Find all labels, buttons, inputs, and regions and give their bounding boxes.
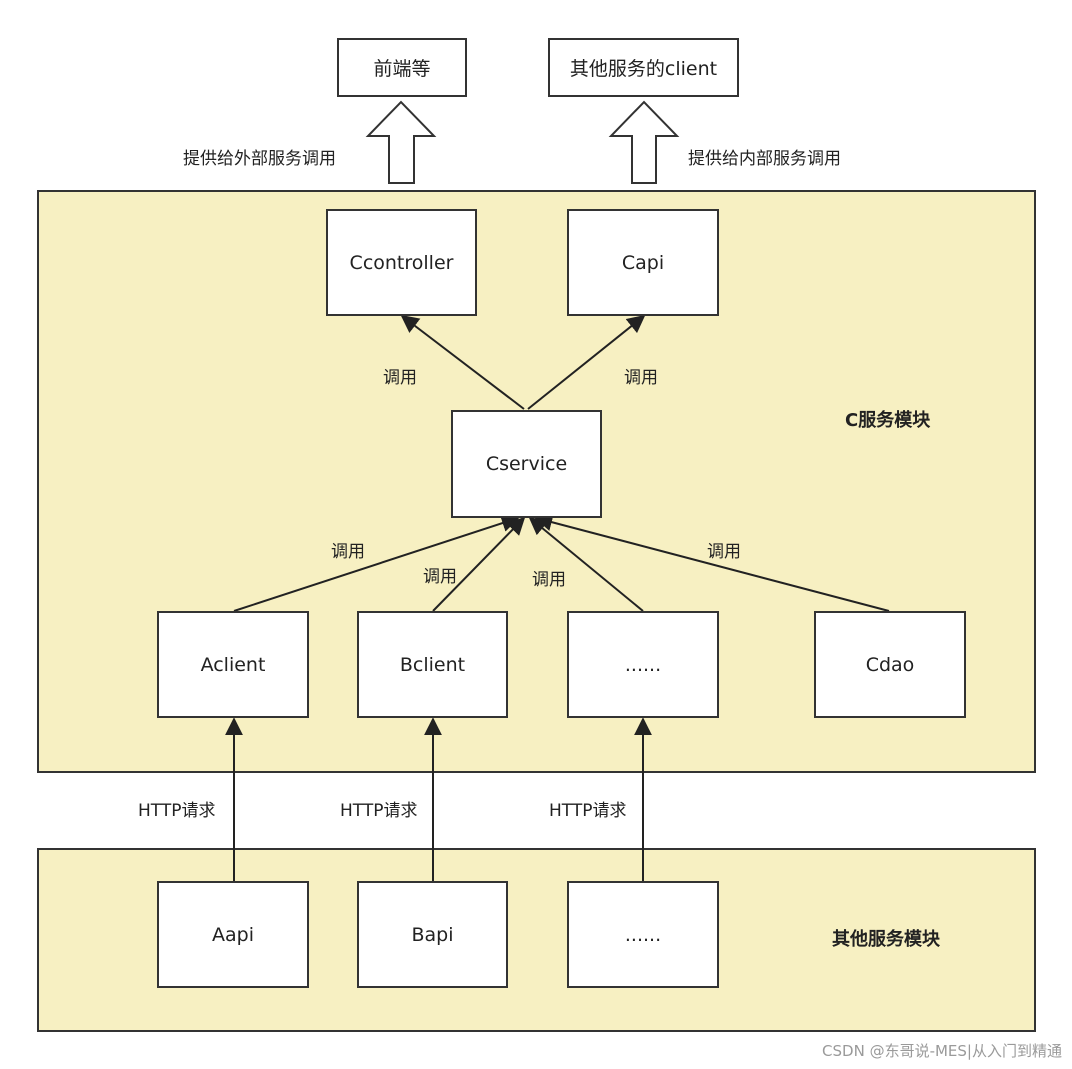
node-aclient: Aclient	[157, 611, 309, 718]
label-http-more-api: HTTP请求	[549, 801, 627, 821]
aclient-to-cservice-edge	[233, 514, 520, 612]
label-external-call: 提供给外部服务调用	[183, 149, 336, 169]
internal-up-arrow	[608, 100, 680, 184]
label-internal-call: 提供给内部服务调用	[688, 149, 841, 169]
c-module-title: C服务模块	[845, 410, 931, 431]
bclient-to-cservice-edge	[432, 516, 526, 612]
cservice-to-capi-edge	[527, 314, 646, 410]
other-module-title: 其他服务模块	[832, 929, 940, 950]
node-other-service-client: 其他服务的client	[548, 38, 739, 97]
node-aapi: Aapi	[157, 881, 309, 988]
label-call-ccontroller: 调用	[383, 368, 417, 388]
label-call-more-client: 调用	[532, 570, 566, 590]
cservice-to-ccontroller-edge	[400, 314, 525, 410]
label-http-bapi: HTTP请求	[340, 801, 418, 821]
node-cservice: Cservice	[451, 410, 602, 518]
label-call-bclient: 调用	[423, 567, 457, 587]
label-call-cdao: 调用	[707, 542, 741, 562]
watermark: CSDN @东哥说-MES|从入门到精通	[822, 1042, 1062, 1060]
label-call-aclient: 调用	[331, 542, 365, 562]
node-more-client: ......	[567, 611, 719, 718]
cdao-to-cservice-edge	[534, 513, 890, 612]
node-more-api: ......	[567, 881, 719, 988]
node-frontend: 前端等	[337, 38, 467, 97]
node-cdao: Cdao	[814, 611, 966, 718]
label-http-aapi: HTTP请求	[138, 801, 216, 821]
node-bapi: Bapi	[357, 881, 508, 988]
node-bclient: Bclient	[357, 611, 508, 718]
node-ccontroller: Ccontroller	[326, 209, 477, 316]
more-client-to-cservice-edge	[528, 516, 644, 612]
label-call-capi: 调用	[624, 368, 658, 388]
external-up-arrow	[365, 100, 437, 184]
node-capi: Capi	[567, 209, 719, 316]
